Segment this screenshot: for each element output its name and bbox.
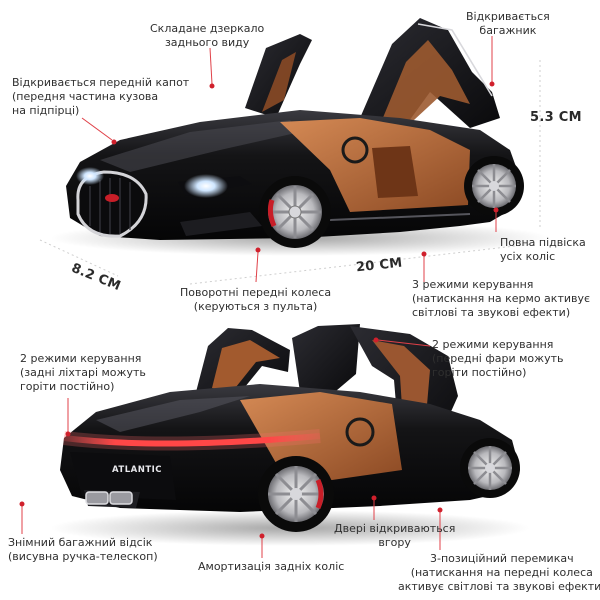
- right-headlight: [184, 174, 228, 198]
- rear-panel: [70, 452, 176, 500]
- callout-pointers: [19, 36, 499, 558]
- callout-hood: Відкривається передній капот (передня ча…: [12, 76, 190, 117]
- callout-switch: 3-позиційний перемикач (натискання на пе…: [398, 552, 600, 593]
- hood-highlight: [100, 120, 300, 172]
- bottom-front-wheel: [460, 438, 520, 498]
- callout-doors: Двері відкриваються вгору: [334, 522, 456, 549]
- callout-rear-suspension: Амортизація задніх коліс: [198, 560, 345, 573]
- callout-steering: Поворотні передні колеса (керуються з пу…: [180, 286, 332, 313]
- tail-light-glow: [63, 429, 321, 451]
- bottom-rear-wheel: [258, 456, 334, 532]
- tail-light-bar: [63, 433, 321, 447]
- left-headlight: [76, 167, 104, 185]
- left-rear-door-interior: [212, 340, 280, 392]
- front-badge: [105, 194, 119, 202]
- callout-rear-modes: 2 режими керування (задні ліхтарі можуть…: [20, 352, 146, 393]
- bottom-car-interior: [240, 392, 402, 480]
- dimension-lines: [39, 60, 541, 285]
- callout-front-modes: 2 режими керування (передні фари можуть …: [432, 338, 564, 379]
- callout-trunk: Відкривається багажник: [466, 10, 550, 37]
- callout-modes-top: 3 режими керування (натискання на кермо …: [412, 278, 591, 319]
- height-dimension: 5.3 CM: [530, 110, 582, 125]
- bottom-car-rear-view: [50, 324, 530, 546]
- exhaust-right: [109, 491, 133, 505]
- front-splitter: [180, 212, 262, 236]
- rear-deck-highlight: [96, 396, 250, 432]
- top-car-front-view: [50, 18, 550, 256]
- steering-wheel: [341, 136, 369, 164]
- door-chrome-trim: [417, 23, 493, 97]
- seat-back: [372, 146, 418, 198]
- right-door-interior: [382, 40, 470, 120]
- side-sill: [329, 213, 471, 221]
- bottom-steering-wheel: [345, 417, 375, 447]
- exhaust-left: [85, 491, 109, 505]
- callout-suspension: Повна підвіска усіх коліс: [500, 236, 586, 263]
- model-badge: ATLANTIC: [112, 465, 162, 475]
- front-wheel: [259, 176, 331, 248]
- left-door-interior: [262, 52, 296, 112]
- grille-mesh: [89, 178, 131, 234]
- right-front-door-open: [292, 324, 360, 396]
- callout-mirror: Складане дзеркало заднього виду: [150, 22, 265, 49]
- rear-wheel: [464, 156, 524, 216]
- callout-trunk-bay: Знімний багажний відсік (висувна ручка-т…: [8, 536, 158, 563]
